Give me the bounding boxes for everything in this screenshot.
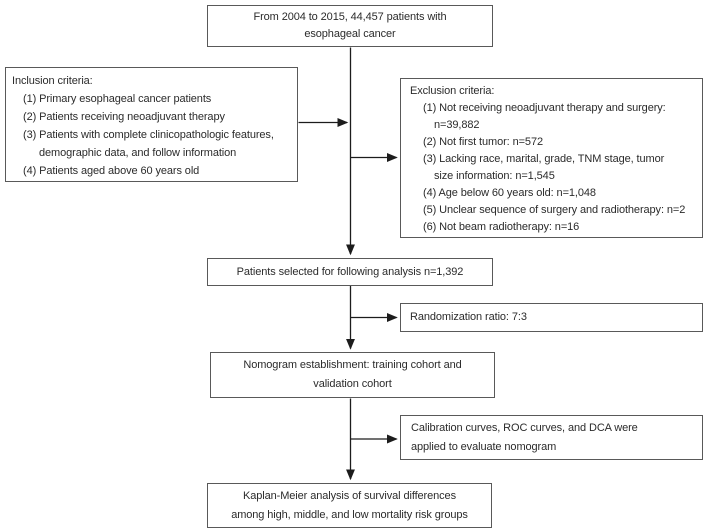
selected-patients-box: Patients selected for following analysis… [207,258,493,286]
evaluation-box: Calibration curves, ROC curves, and DCA … [400,415,703,460]
exclusion-criteria-box: Exclusion criteria: (1) Not receiving ne… [400,78,703,238]
nomogram-box: Nomogram establishment: training cohort … [210,352,495,398]
exclusion-item-3-cont: size information: n=1,545 [434,170,555,182]
box-text-line: Kaplan-Meier analysis of survival differ… [243,489,456,502]
box-text-line: among high, middle, and low mortality ri… [231,508,468,521]
box-text-line: applied to evaluate nomogram [411,440,557,453]
box-text-line: esophageal cancer [304,28,396,40]
box-text-line: Nomogram establishment: training cohort … [243,359,462,371]
inclusion-item-2: (2) Patients receiving neoadjuvant thera… [23,111,225,123]
box-text-line: validation cohort [313,378,392,390]
inclusion-item-3: (3) Patients with complete clinicopathol… [23,129,274,141]
inclusion-item-3-cont: demographic data, and follow information [39,147,237,159]
randomization-box: Randomization ratio: 7:3 [400,303,703,332]
exclusion-item-1-cont: n=39,882 [434,119,480,131]
exclusion-item-6: (6) Not beam radiotherapy: n=16 [423,221,580,233]
kaplan-meier-box: Kaplan-Meier analysis of survival differ… [207,483,492,528]
exclusion-header: Exclusion criteria: [410,85,495,97]
box-text-line: From 2004 to 2015, 44,457 patients with [253,11,447,23]
exclusion-item-1: (1) Not receiving neoadjuvant therapy an… [423,102,666,114]
exclusion-item-3: (3) Lacking race, marital, grade, TNM st… [423,153,665,165]
inclusion-item-1: (1) Primary esophageal cancer patients [23,93,212,105]
box-text-line: Patients selected for following analysis… [236,265,464,278]
inclusion-header: Inclusion criteria: [12,75,93,87]
exclusion-item-5: (5) Unclear sequence of surgery and radi… [423,204,686,216]
exclusion-item-2: (2) Not first tumor: n=572 [423,136,543,148]
box-text-line: Calibration curves, ROC curves, and DCA … [411,421,638,434]
inclusion-item-4: (4) Patients aged above 60 years old [23,165,200,177]
inclusion-criteria-box: Inclusion criteria: (1) Primary esophage… [5,67,298,182]
box-text-line: Randomization ratio: 7:3 [410,311,527,323]
source-population-box: From 2004 to 2015, 44,457 patients with … [207,5,493,47]
exclusion-item-4: (4) Age below 60 years old: n=1,048 [423,187,596,199]
